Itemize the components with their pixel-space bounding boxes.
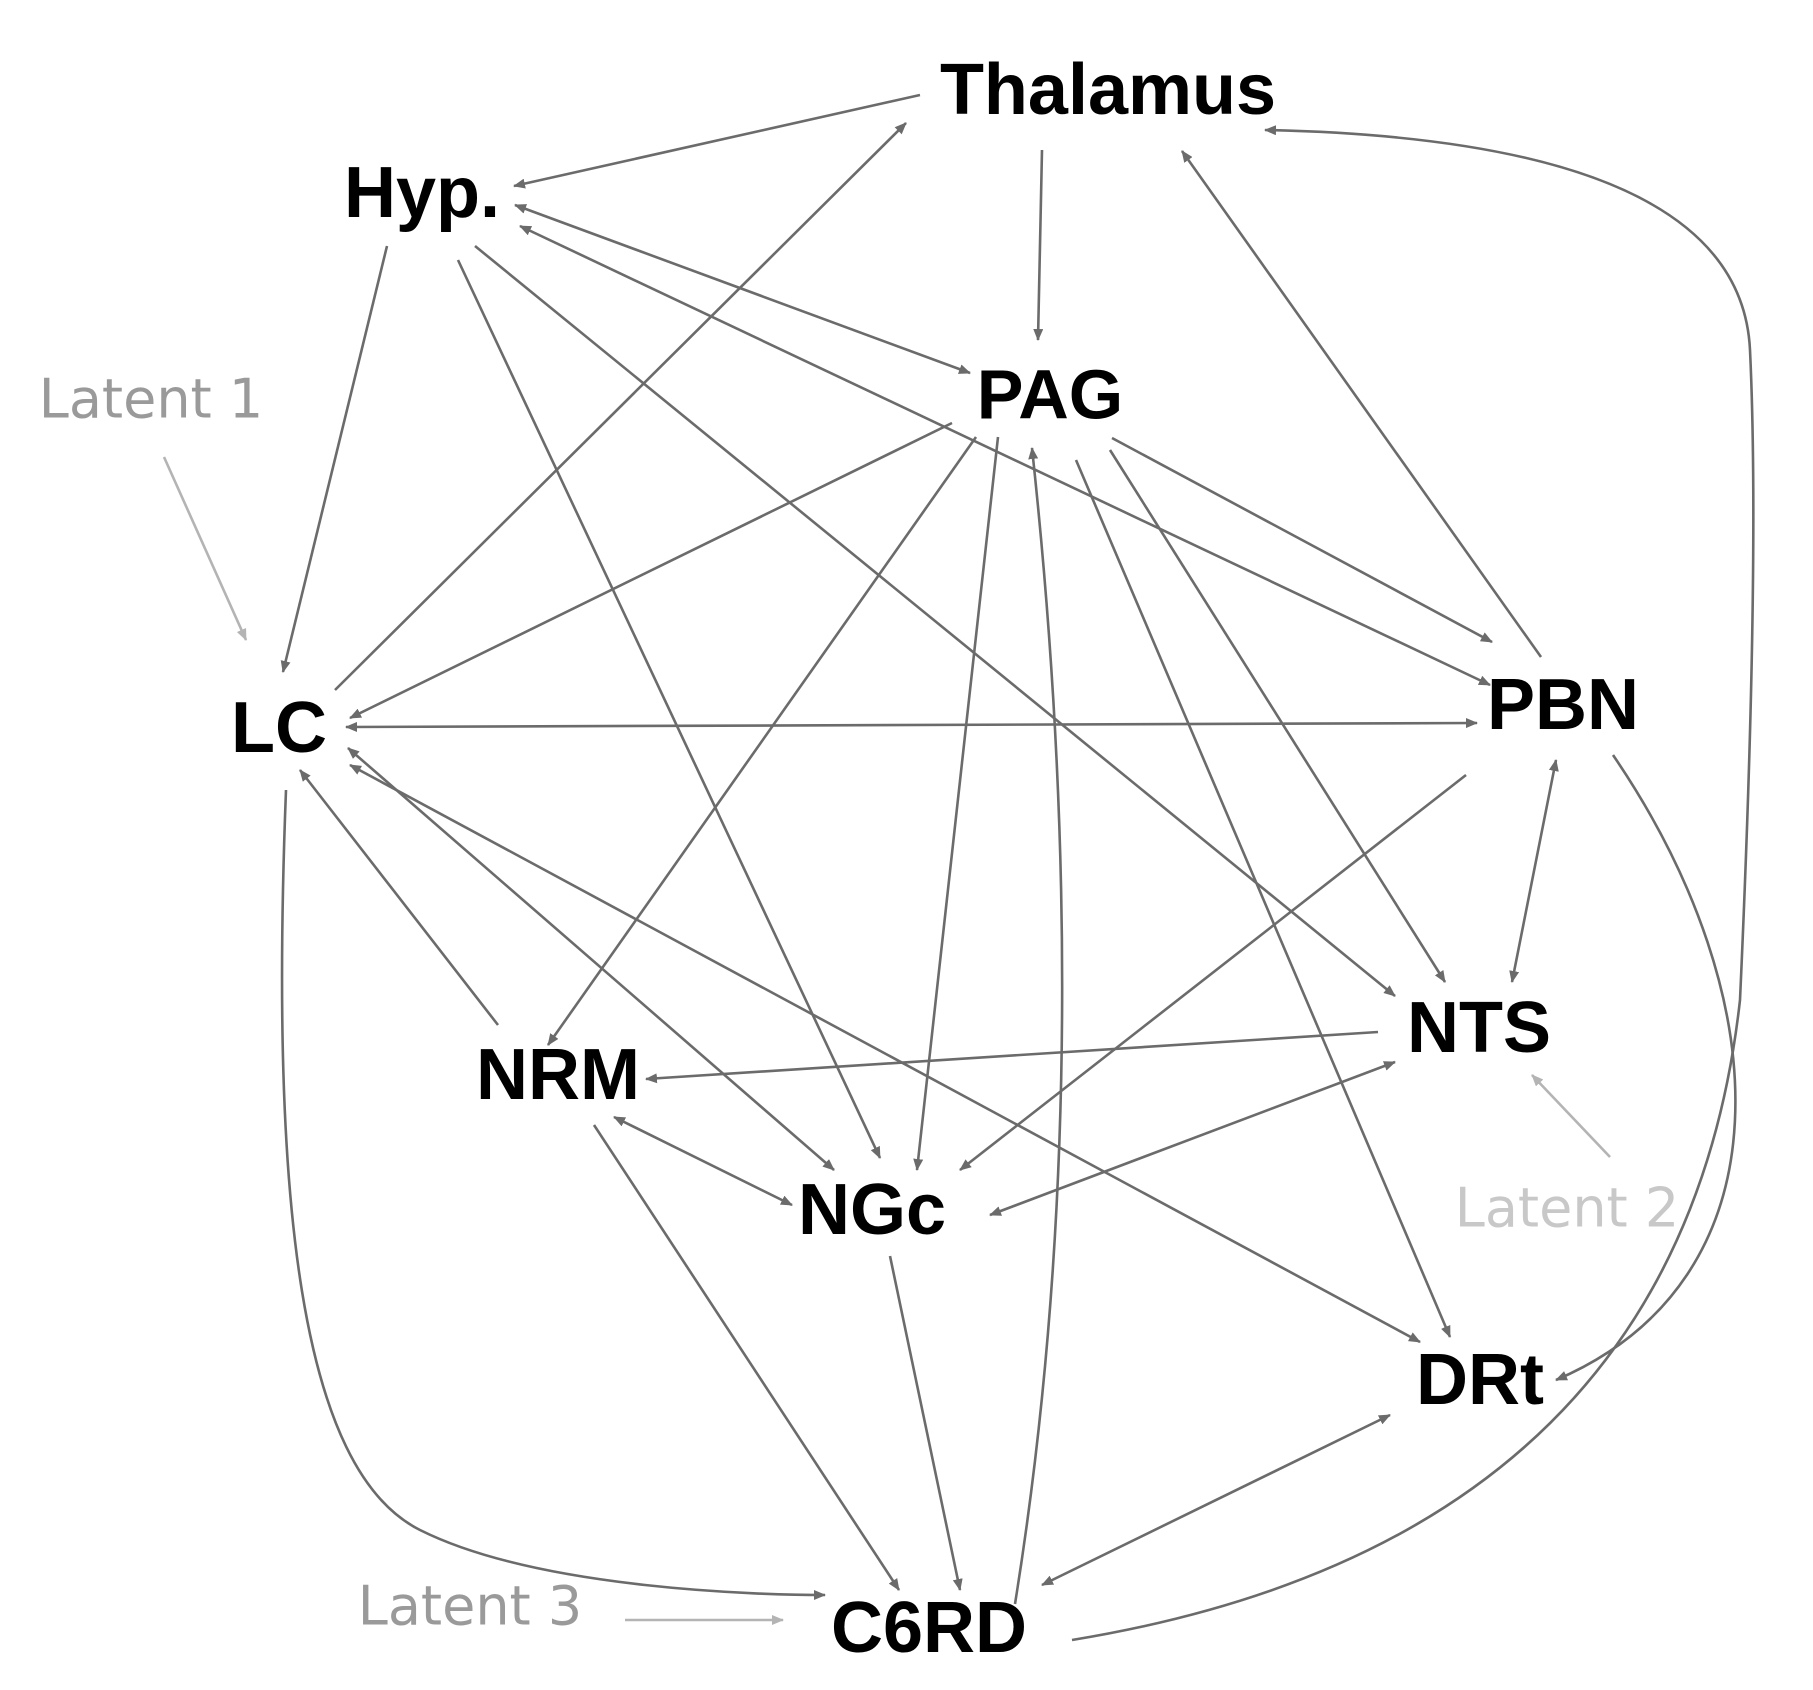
edge-pbn-to-nts-bidirectional: [1509, 759, 1559, 983]
region-node-nts: NTS: [1407, 988, 1551, 1068]
edge-nrm-to-c6rd: [592, 1124, 901, 1591]
edges-layer: [162, 93, 1755, 1642]
edge-pag-to-pbn: [1111, 436, 1493, 644]
edge-hyp-to-pag-bidirectional: [514, 203, 971, 375]
edge-pag-to-nrm: [546, 436, 978, 1046]
region-node-thalamus: Thalamus: [940, 50, 1276, 130]
region-node-hyp: Hyp.: [344, 153, 500, 233]
edge-pbn-to-drt: [1555, 754, 1737, 1382]
region-node-ngc: NGc: [798, 1170, 946, 1250]
region-node-drt: DRt: [1416, 1340, 1544, 1420]
region-node-nrm: NRM: [476, 1035, 640, 1115]
edge-nrm-to-ngc-bidirectional: [613, 1115, 793, 1207]
edge-hyp-to-pbn-bidirectional: [519, 224, 1491, 687]
latent-node-latent1: Latent 1: [39, 368, 264, 431]
edge-nts-to-nrm: [645, 1030, 1379, 1084]
latent-node-latent3: Latent 3: [358, 1575, 583, 1638]
edge-c6rd-to-thalamus: [1071, 125, 1755, 1642]
edge-lc-to-drt-bidirectional: [349, 763, 1421, 1344]
region-node-c6rd: C6RD: [831, 1588, 1027, 1668]
edge-pag-to-lc: [349, 421, 953, 720]
edge-hyp-to-lc: [280, 245, 389, 673]
edge-pbn-to-ngc: [959, 773, 1467, 1172]
edge-lc-to-pbn-bidirectional: [345, 718, 1478, 732]
region-node-lc: LC: [231, 688, 327, 768]
region-node-pag: PAG: [977, 355, 1124, 433]
edge-c6rd-to-pag: [1013, 447, 1064, 1605]
region-node-pbn: PBN: [1487, 665, 1639, 745]
latent-node-latent2: Latent 2: [1455, 1177, 1680, 1240]
edge-nts-to-ngc-bidirectional: [989, 1060, 1396, 1217]
edge-thalamus-to-pag: [1033, 149, 1044, 341]
edge-lc-to-c6rd: [280, 789, 826, 1600]
edge-nrm-to-lc: [298, 769, 500, 1026]
edge-pag-to-nts: [1108, 449, 1447, 983]
edge-hyp-to-ngc: [456, 259, 882, 1159]
edge-latent1-to-lc: [162, 456, 248, 641]
edge-latent2-to-nts: [1531, 1074, 1611, 1158]
edge-drt-to-c6rd-bidirectional: [1041, 1413, 1391, 1587]
edge-pbn-to-thalamus: [1180, 150, 1543, 658]
edge-ngc-to-c6rd: [888, 1255, 963, 1591]
edge-thalamus-to-hyp: [513, 93, 921, 189]
